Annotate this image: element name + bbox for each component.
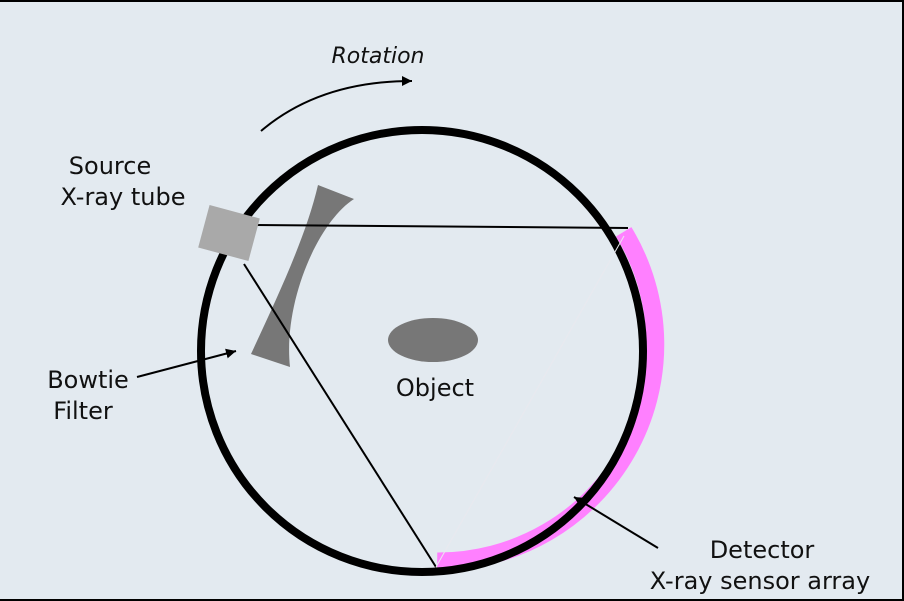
beam-line-inner <box>435 235 625 568</box>
object-ellipse <box>388 318 478 362</box>
object-label: Object <box>396 374 474 402</box>
detector-label-line2: X-ray sensor array <box>650 567 870 595</box>
detector-array <box>437 227 665 571</box>
bowtie-label-line1: Bowtie <box>47 366 129 394</box>
rotation-label: Rotation <box>332 44 425 69</box>
beam-line-top <box>254 224 629 229</box>
gantry-ring <box>197 126 647 576</box>
bowtie-label-line2: Filter <box>53 397 113 425</box>
detector-label-line1: Detector <box>710 536 815 564</box>
detector-arrow <box>573 496 659 549</box>
rotation-arrow <box>260 76 413 132</box>
source-label-line2: X-ray tube <box>61 183 186 211</box>
beam-line-bottom <box>243 263 437 568</box>
bowtie-arrow <box>136 348 237 378</box>
source-label-line1: Source <box>69 152 151 180</box>
source-tube <box>198 205 260 261</box>
bowtie-filter <box>251 185 354 367</box>
